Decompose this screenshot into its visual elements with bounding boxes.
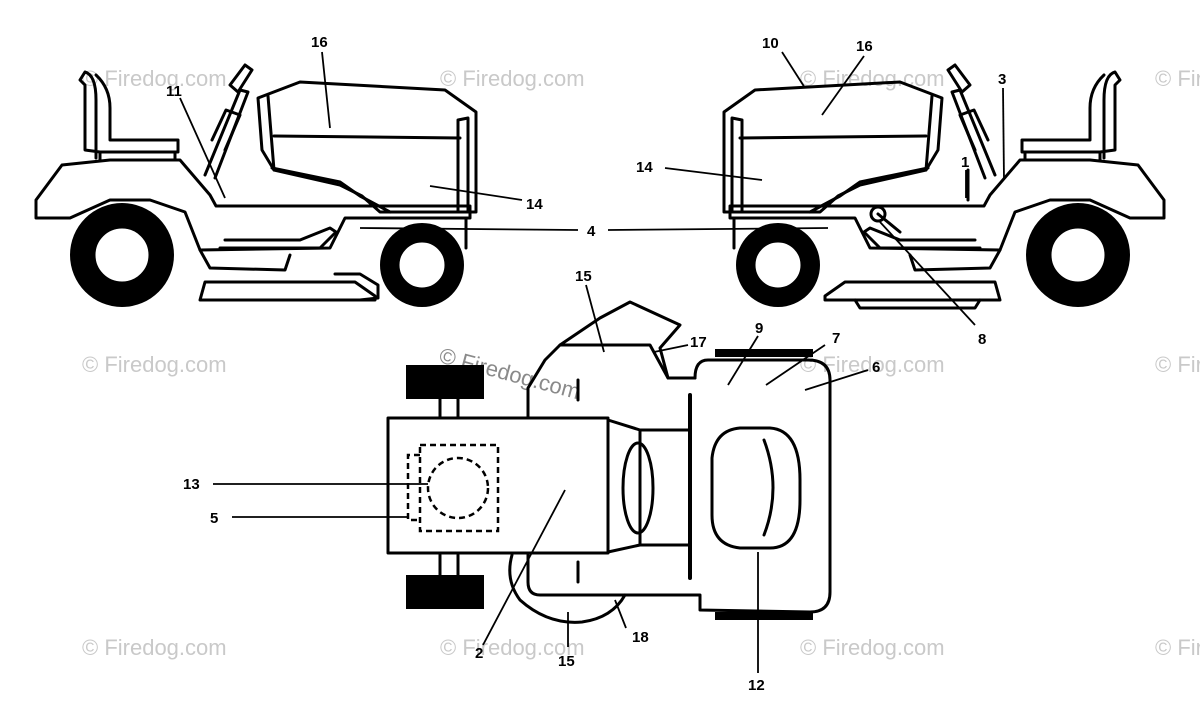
callout-10: 10 [762,35,779,52]
watermark-text: © Firedog.com [440,635,585,660]
callout-17: 17 [690,334,707,351]
callout-13: 13 [183,476,200,493]
callout-18: 18 [632,629,649,646]
callout-1: 1 [961,154,969,171]
watermarks: © Firedog.com © Firedog.com © Firedog.co… [82,66,1200,660]
callout-7: 7 [832,330,840,347]
callout-3: 3 [998,71,1006,88]
watermark-text: © Firedog.com [1155,66,1200,91]
callout-16-left: 16 [311,34,328,51]
callouts: 16 11 14 4 10 16 3 1 14 8 15 17 9 7 6 13… [166,34,1006,694]
leader-lines [179,51,1005,673]
watermark-text: © Firedog.com [82,635,227,660]
callout-15-bottom: 15 [558,653,575,670]
callout-11: 11 [166,83,182,100]
callout-6: 6 [872,359,880,376]
watermark-text: © Firedog.com [800,635,945,660]
tractor-left-side-view [34,63,478,307]
callout-14-right: 14 [636,159,653,176]
callout-12: 12 [748,677,765,694]
watermark-text: © Firedog.com [440,66,585,91]
watermark-text: © Firedog.com [1155,352,1200,377]
callout-5: 5 [210,510,218,527]
callout-14-left: 14 [526,196,543,213]
watermark-text: © Firedog.com [1155,635,1200,660]
callout-15-top: 15 [575,268,592,285]
callout-4: 4 [587,223,596,240]
callout-8: 8 [978,331,986,348]
tractor-top-view [386,300,832,624]
tractor-right-side-view [722,63,1166,310]
callout-9: 9 [755,320,763,337]
callout-16-right: 16 [856,38,873,55]
callout-2: 2 [475,645,483,662]
watermark-text: © Firedog.com [82,352,227,377]
